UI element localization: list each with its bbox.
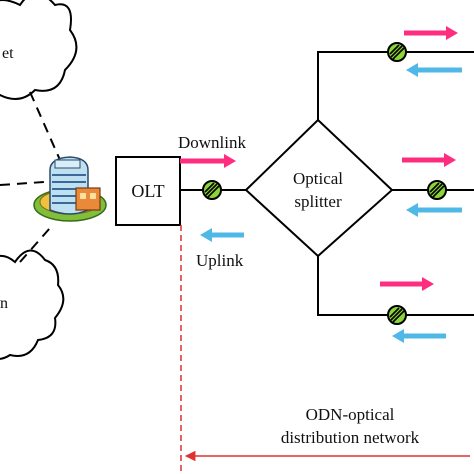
- connector-middle-icon: [427, 180, 447, 200]
- branch-top: [317, 51, 474, 120]
- downlink-label: Downlink: [178, 133, 247, 152]
- olt-label: OLT: [131, 181, 164, 201]
- odn-label-line2: distribution network: [281, 428, 420, 447]
- connector-top-icon: [387, 42, 407, 62]
- olt-box: OLT: [115, 156, 181, 226]
- connector-icon: [202, 180, 222, 200]
- branch-bottom: [317, 256, 474, 316]
- arrow-right-icon: [404, 26, 458, 40]
- arrow-left-icon: [200, 228, 244, 242]
- cloud-top-label: et: [2, 45, 14, 62]
- arrow-left-icon: [406, 203, 462, 217]
- odn-label-line1: ODN-optical: [306, 405, 395, 424]
- optical-splitter: Optical splitter: [244, 118, 394, 258]
- cloud-bottom-label: n: [0, 295, 8, 312]
- connector-bottom-icon: [387, 305, 407, 325]
- arrow-right-icon: [402, 153, 456, 167]
- arrow-left-icon: [392, 329, 446, 343]
- cloud-top-icon: et: [0, 0, 78, 100]
- cloud-bottom-icon: n: [0, 249, 65, 360]
- building-icon: [33, 156, 107, 222]
- uplink-label: Uplink: [196, 251, 244, 270]
- splitter-label-line1: Optical: [293, 169, 343, 188]
- arrow-right-icon: [180, 154, 236, 168]
- arrow-right-icon: [380, 277, 434, 291]
- splitter-label-line2: splitter: [294, 192, 342, 211]
- arrow-left-icon: [406, 63, 462, 77]
- dashed-links: [0, 91, 61, 263]
